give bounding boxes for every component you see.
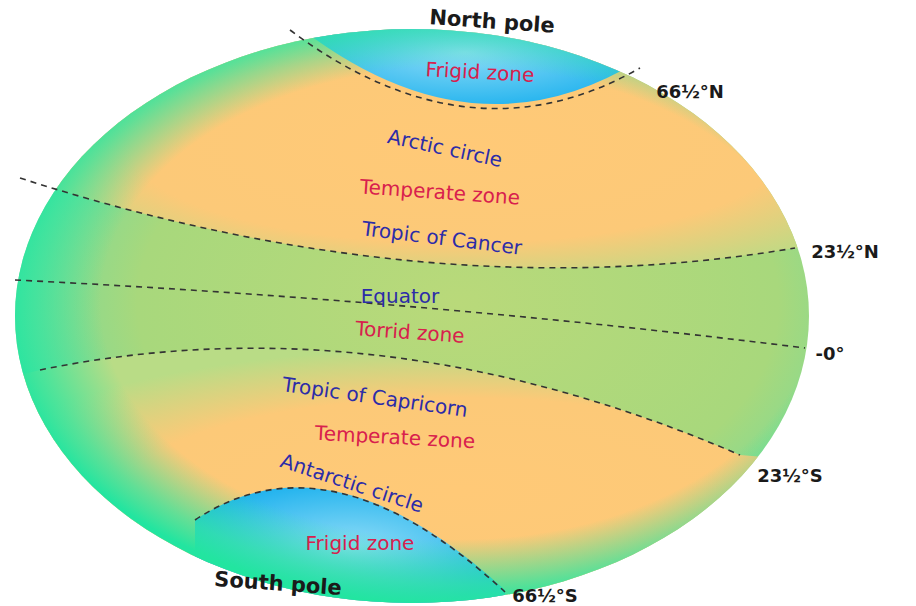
map-label: 23½°N <box>811 242 879 262</box>
map-label: -0° <box>816 344 845 364</box>
map-label: 23½°S <box>757 466 823 486</box>
climate-zone: Frigid zone <box>425 58 535 86</box>
zone-name: Frigid zone <box>306 532 415 554</box>
map-label: 66½°S <box>512 586 578 606</box>
map-label: 66½°N <box>656 82 724 102</box>
map-label: Equator <box>361 285 440 307</box>
climate-zone: Frigid zone <box>306 532 415 554</box>
zone-name: Frigid zone <box>425 58 535 86</box>
